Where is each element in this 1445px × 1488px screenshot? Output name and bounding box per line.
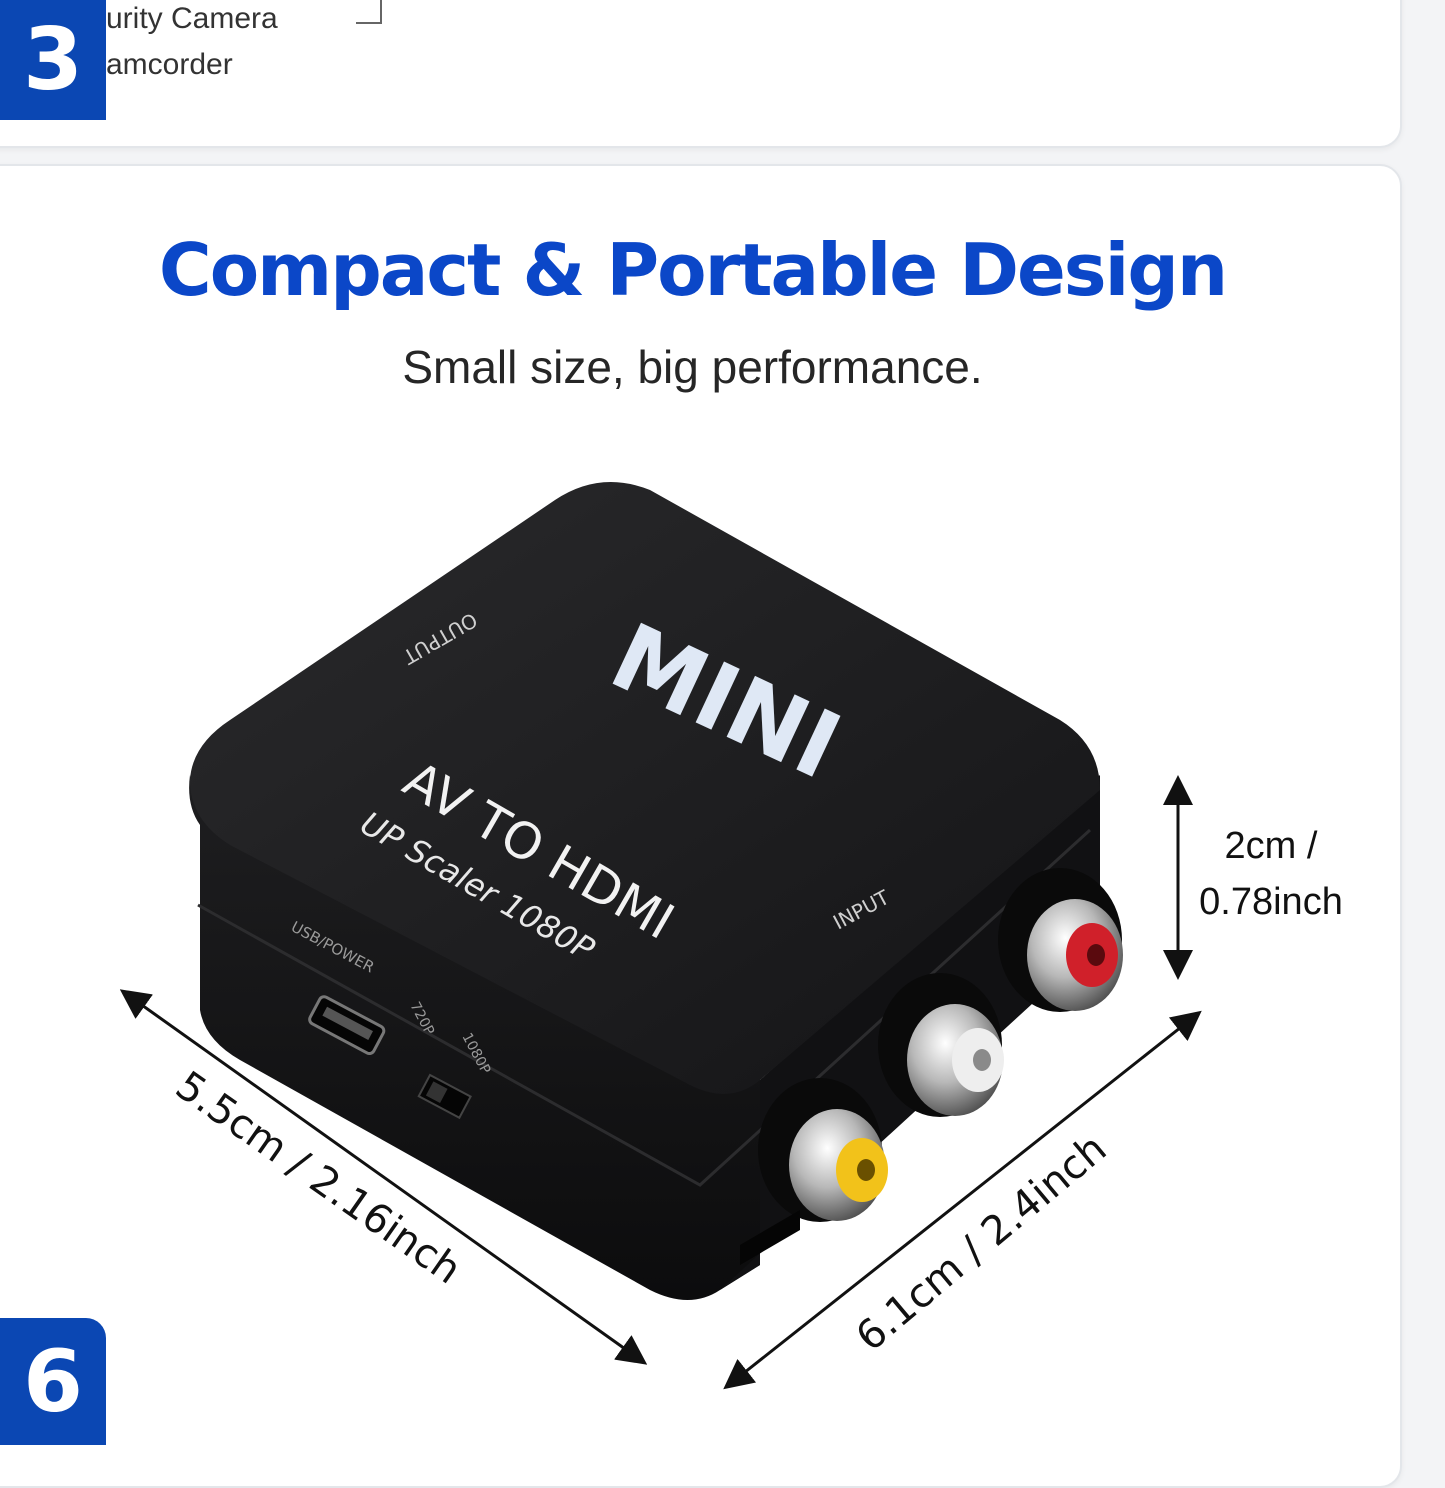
section-subtitle: Small size, big performance. (402, 341, 983, 393)
height-dimension: 2cm / 0.78inch (1199, 825, 1343, 923)
rca-connector-red (998, 868, 1123, 1012)
length-arrow (119, 989, 648, 1365)
section-title: Compact & Portable Design (158, 228, 1228, 312)
product-image: MINI AV TO HDMI UP Scaler 1080P OUTPUT I… (119, 482, 1202, 1390)
top-card (0, 0, 1402, 148)
feature-line-1: urity Camera (106, 2, 278, 35)
feature-line-2: amcorder (106, 48, 233, 81)
bracket-icon (356, 0, 382, 24)
step-badge-3: 3 (0, 0, 106, 120)
width-arrow (723, 1010, 1202, 1390)
step-badge-6: 6 (0, 1318, 106, 1445)
